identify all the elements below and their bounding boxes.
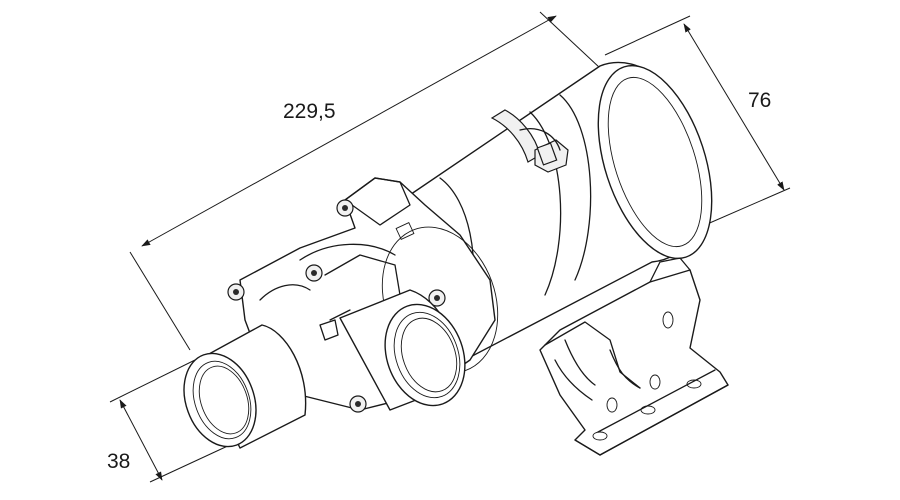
height-dimension — [604, 15, 791, 226]
clamp-band — [490, 109, 569, 173]
outlet-port — [319, 289, 466, 411]
port-label: 38 — [107, 450, 130, 473]
screw — [305, 264, 323, 282]
screw — [349, 395, 367, 413]
screw — [428, 289, 446, 307]
height-label: 76 — [748, 89, 771, 112]
screw — [227, 283, 245, 301]
port-dimension — [109, 359, 233, 483]
screw-heads — [227, 199, 446, 413]
length-dimension — [129, 11, 601, 351]
inlet-port — [183, 324, 307, 449]
screw — [336, 199, 354, 217]
mounting-bracket — [539, 257, 729, 456]
length-label: 229,5 — [283, 100, 336, 123]
